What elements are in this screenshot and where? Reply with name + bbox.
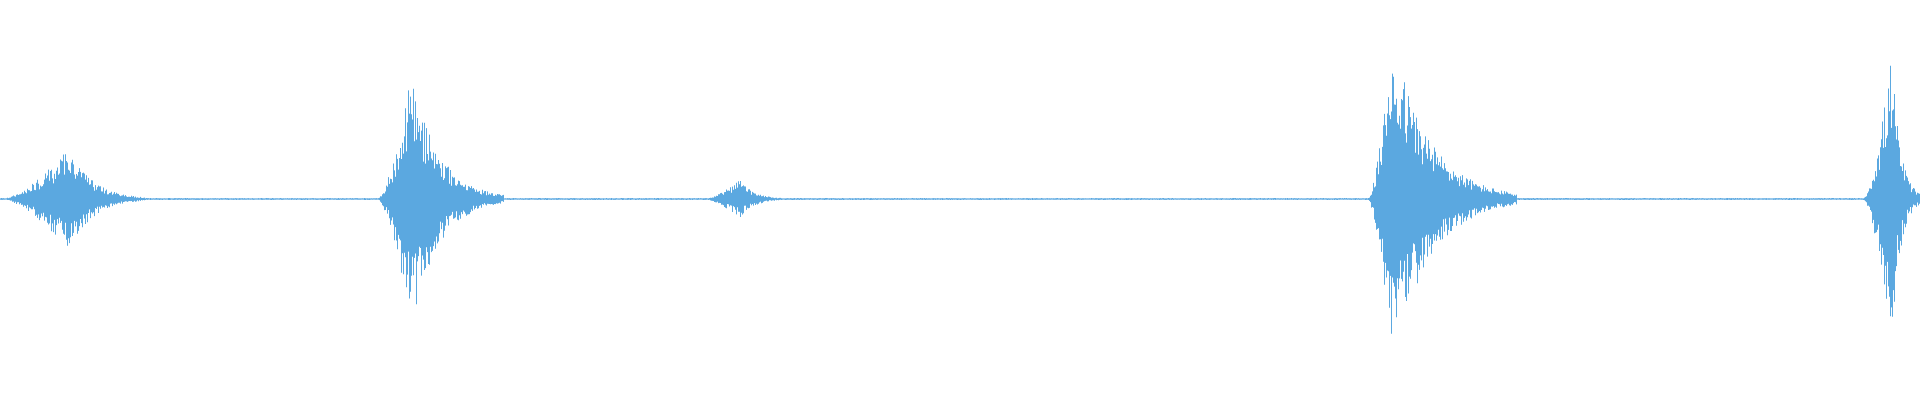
waveform-path <box>0 65 1920 334</box>
waveform-samples <box>0 65 1920 334</box>
